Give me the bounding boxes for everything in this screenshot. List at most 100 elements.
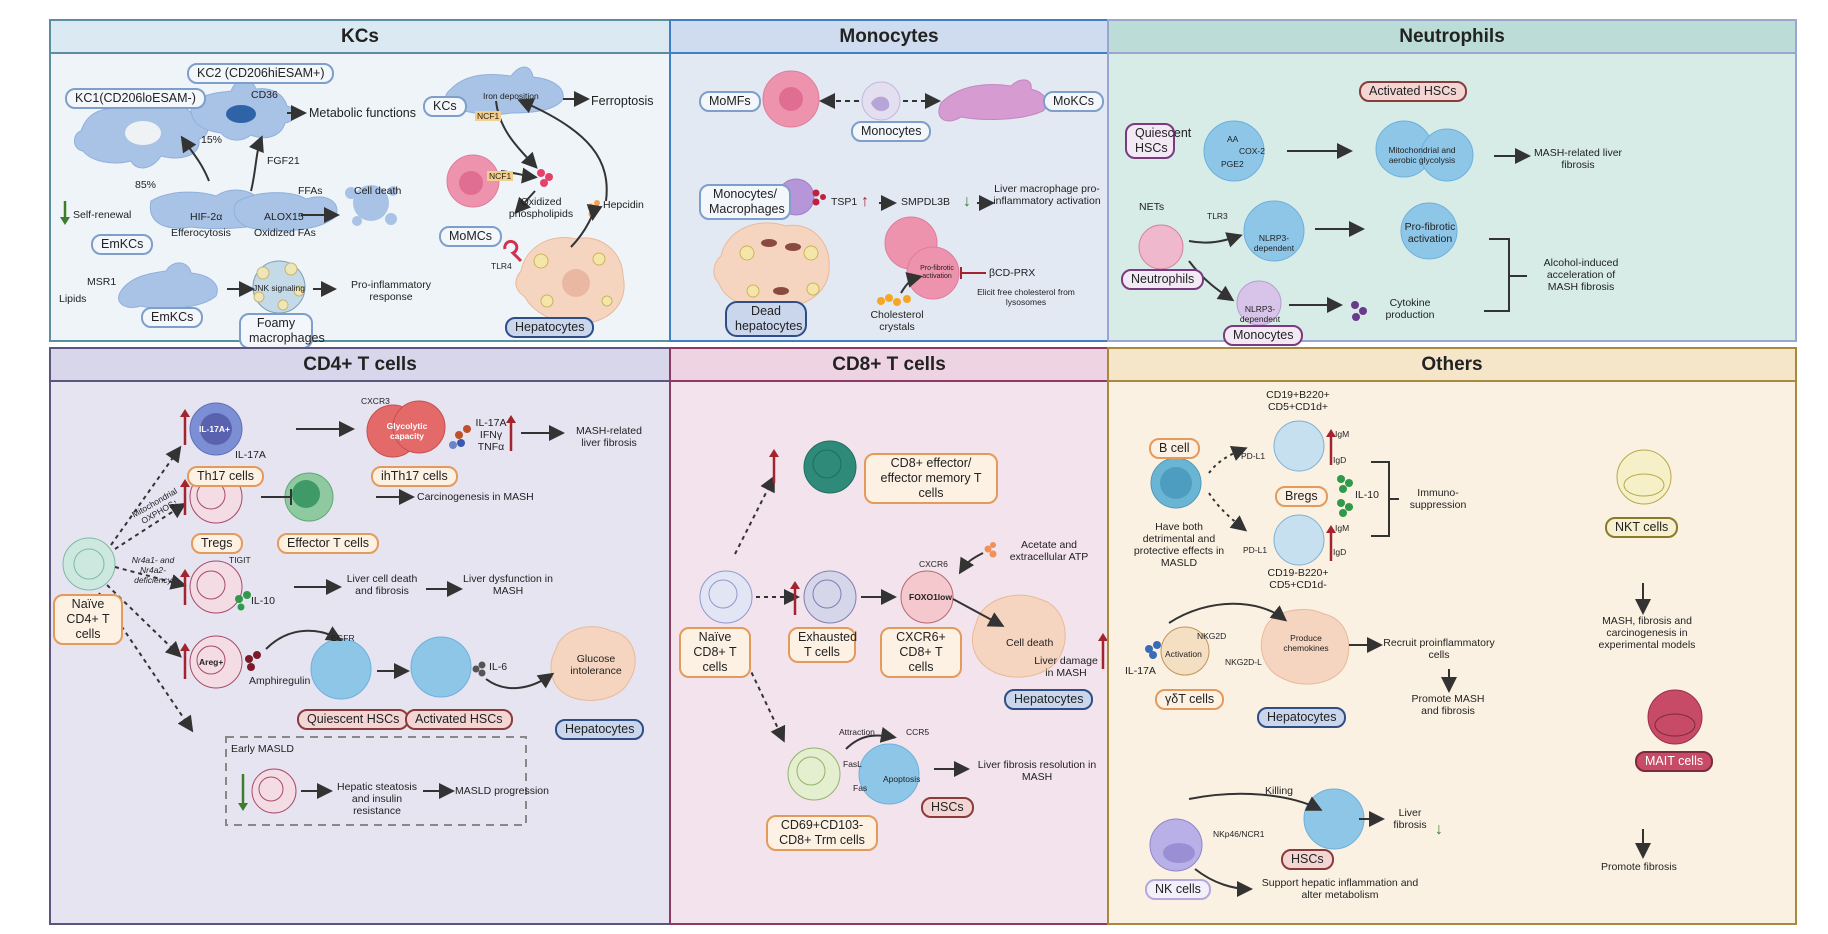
liver-fibrosis-down-arrow: ↓	[1435, 821, 1443, 838]
elicit-label: Elicit free cholesterol from lysosomes	[977, 287, 1075, 307]
effector-t-cell	[284, 472, 334, 522]
mokcs-label: MoKCs	[1043, 91, 1104, 112]
smpdl3b-down-arrow: ↓	[963, 193, 971, 210]
naive-cd8-label: Naïve CD8+ T cells	[679, 627, 751, 678]
b-cell-label: B cell	[1149, 438, 1200, 459]
hepatocytes-label: Hepatocytes	[505, 317, 595, 338]
momf-cell	[762, 70, 820, 128]
il10-dots	[235, 591, 251, 611]
promote-fibrosis-label: Promote fibrosis	[1601, 861, 1677, 873]
panel-monocytes: Monocytes MoMFs Monocytes MoKCs Monocyte…	[669, 19, 1109, 342]
smpdl3b-label: SMPDL3B	[901, 196, 951, 208]
cox2-label: COX-2	[1239, 146, 1265, 156]
emkcs-label-2: EmKCs	[141, 307, 204, 328]
dead-hepatocyte-cell	[713, 222, 830, 309]
hepatocytes-label: Hepatocytes	[555, 719, 645, 740]
pdl1-label-a: PD-L1	[1241, 451, 1266, 461]
trm-label: CD69+CD103- CD8+ Trm cells	[766, 815, 878, 851]
mito-glycolysis-label: Mitochondrial and aerobic glycolysis	[1388, 145, 1456, 165]
tregs-label: Tregs	[191, 533, 243, 554]
nkg2d-label: NKG2D	[1197, 631, 1227, 641]
mokc-cell	[938, 79, 1048, 122]
jnk-signaling-label: JNK signaling	[253, 283, 305, 293]
cell-death-label: Cell death	[354, 185, 402, 197]
momfs-label: MoMFs	[699, 91, 761, 112]
cytokine-dots	[1351, 301, 1367, 321]
panel-others: Others CD19+B220+ CD5+CD1d+ B cell PD-	[1107, 347, 1797, 925]
activated-hscs-label: Activated HSCs	[1359, 81, 1467, 102]
hepatocyte-cell	[515, 237, 625, 325]
il10-label: IL-10	[1355, 489, 1379, 501]
pge2-label: PGE2	[1221, 159, 1244, 169]
monocytes-macrophages-label: Monocytes/ Macrophages	[699, 184, 791, 220]
quiescent-hscs-label: Quiescent HSCs	[1125, 123, 1191, 159]
ffas-label: FFAs	[298, 185, 323, 197]
nlrp3-label-b: NLRP3-dependent	[1239, 304, 1281, 324]
quiescent-hsc-cell	[310, 638, 372, 700]
attraction-label: Attraction	[839, 727, 875, 737]
ccr5-label: CCR5	[906, 727, 930, 737]
kc2-label: KC2 (CD206hiESAM+)	[187, 63, 335, 84]
il17a-plus-label: IL-17A+	[199, 424, 230, 434]
cytokines-label: IL-17A IFNγ TNFα	[475, 417, 507, 453]
hepatocytes-label: Hepatocytes	[1004, 689, 1094, 710]
early-masld-cell	[251, 768, 297, 814]
acetate-label: Acetate and extracellular ATP	[1009, 539, 1089, 563]
hepatocytes-label: Hepatocytes	[1257, 707, 1347, 728]
il17a-label: IL-17A	[235, 449, 266, 461]
fasl-label: FasL	[843, 759, 862, 769]
early-masld-label: Early MASLD	[231, 743, 295, 755]
th17-cells-label: Th17 cells	[187, 466, 264, 487]
quiescent-hscs-label: Quiescent HSCs	[297, 709, 410, 730]
mash-fibrosis-label: MASH-related liver fibrosis	[1533, 147, 1623, 171]
msr1-label: MSR1	[87, 276, 117, 288]
cd8-effector-cell	[803, 440, 857, 494]
exhausted-label: Exhausted T cells	[788, 627, 857, 663]
bregs-label: Bregs	[1275, 486, 1328, 507]
carcinogenesis-label: Carcinogenesis in MASH	[417, 491, 534, 503]
mait-cells-label: MAIT cells	[1635, 751, 1714, 772]
neutrophils-illustration	[1138, 120, 1531, 326]
kcs-label: KCs	[423, 96, 467, 117]
panel-neutrophils-title: Neutrophils	[1109, 21, 1795, 54]
monocytes-label: Monocytes	[851, 121, 932, 142]
masld-progression-label: MASLD progression	[455, 785, 549, 797]
areg-label: Areg+	[199, 657, 224, 667]
amphiregulin-dots	[245, 651, 261, 671]
panel-monocytes-title: Monocytes	[671, 21, 1107, 54]
lipids-label: Lipids	[59, 293, 87, 305]
recruit-label: Recruit proinflammatory cells	[1383, 637, 1495, 661]
igd-label-a: IgD	[1333, 455, 1347, 465]
nkt-effect-label: MASH, fibrosis and carcinogenesis in exp…	[1598, 615, 1696, 651]
activated-hscs-label: Activated HSCs	[405, 709, 513, 730]
breg-cell-top	[1273, 420, 1325, 472]
nr4a-label: Nr4a1- and Nr4a2- deficiency	[131, 555, 175, 585]
liver-damage-label: Liver damage in MASH	[1034, 655, 1098, 679]
egfr-label: EGFR	[331, 633, 355, 643]
oxidized-fas-label: Oxidized FAs	[254, 227, 316, 239]
hsc-killing-cell	[1303, 788, 1365, 850]
naive-cd4-cell	[62, 537, 116, 591]
breg-top-markers: CD19+B220+ CD5+CD1d+	[1266, 389, 1330, 413]
gdt-cells-label: γδT cells	[1155, 689, 1225, 710]
hscs-label: HSCs	[921, 797, 974, 818]
foamy-macrophages-label: Foamy macrophages	[239, 313, 325, 349]
hif2a-label: HIF-2α	[190, 211, 223, 223]
cd36-label: CD36	[251, 89, 278, 101]
cd8-effector-label: CD8+ effector/ effector memory T cells	[864, 453, 998, 504]
igm-label-b: IgM	[1335, 523, 1350, 533]
kc2-nucleus	[226, 105, 256, 123]
tsp1-dots	[812, 189, 826, 206]
hscs-label: HSCs	[1281, 849, 1334, 870]
trm-cell	[787, 747, 841, 801]
neutrophils-label: Neutrophils	[1121, 269, 1205, 290]
cxcr3-label: CXCR3	[361, 396, 390, 406]
cxcr6-cd8-label: CXCR6+ CD8+ T cells	[880, 627, 962, 678]
glycolytic-label: Glycolytic capacity	[386, 421, 428, 441]
hepcidin-label: Hepcidin	[603, 199, 644, 211]
il10-dots	[1337, 475, 1353, 517]
nkp46-label: NKp46/NCR1	[1213, 829, 1265, 839]
momc-cell	[446, 154, 500, 208]
il17a-dots	[1145, 641, 1161, 659]
mash-fibrosis-label: MASH-related liver fibrosis	[576, 425, 642, 449]
